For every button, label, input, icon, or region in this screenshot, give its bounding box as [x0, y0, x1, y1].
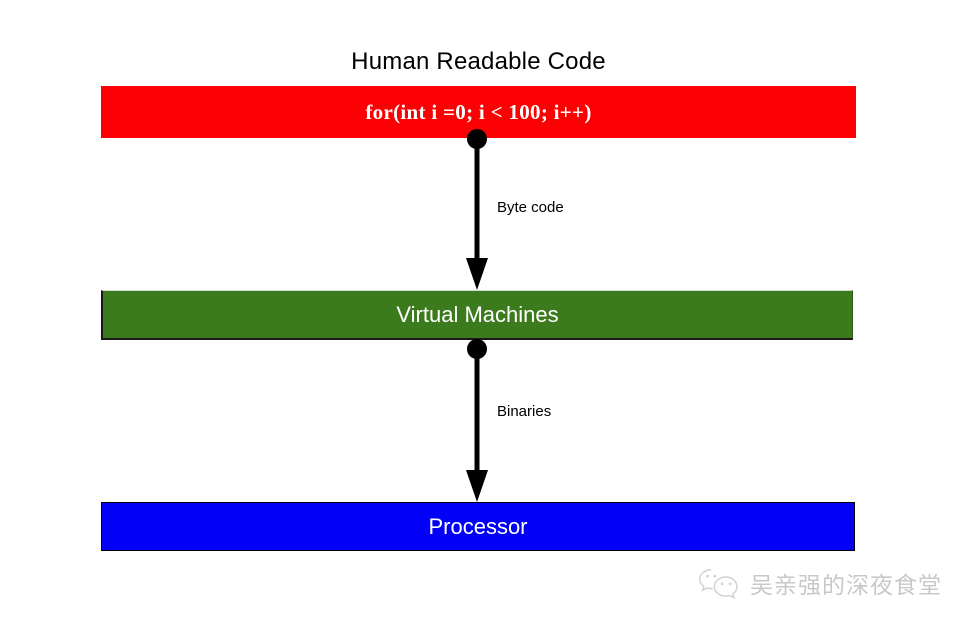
arrow-start-dot-vm	[467, 339, 487, 359]
wechat-icon	[699, 568, 738, 600]
edge-label-binaries: Binaries	[497, 403, 552, 420]
layer-box-virtual-machines: Virtual Machines	[101, 290, 853, 340]
arrow-head-vm-to-processor	[466, 470, 488, 502]
layer-label-virtual-machines: Virtual Machines	[396, 301, 559, 327]
layer-box-code: for(int i =0; i < 100; i++)	[101, 86, 856, 138]
arrow-vm-to-processor	[466, 339, 488, 502]
arrow-head-code-to-vm	[466, 258, 488, 290]
layer-label-code: for(int i =0; i < 100; i++)	[365, 99, 592, 124]
watermark-text: 吴亲强的深夜食堂	[750, 573, 942, 599]
layer-box-processor: Processor	[101, 502, 855, 551]
layer-label-processor: Processor	[428, 513, 528, 539]
page-title: Human Readable Code	[351, 48, 606, 75]
edge-label-byte-code: Byte code	[497, 199, 564, 216]
arrow-code-to-vm	[466, 129, 488, 290]
watermark: 吴亲强的深夜食堂	[697, 566, 942, 600]
